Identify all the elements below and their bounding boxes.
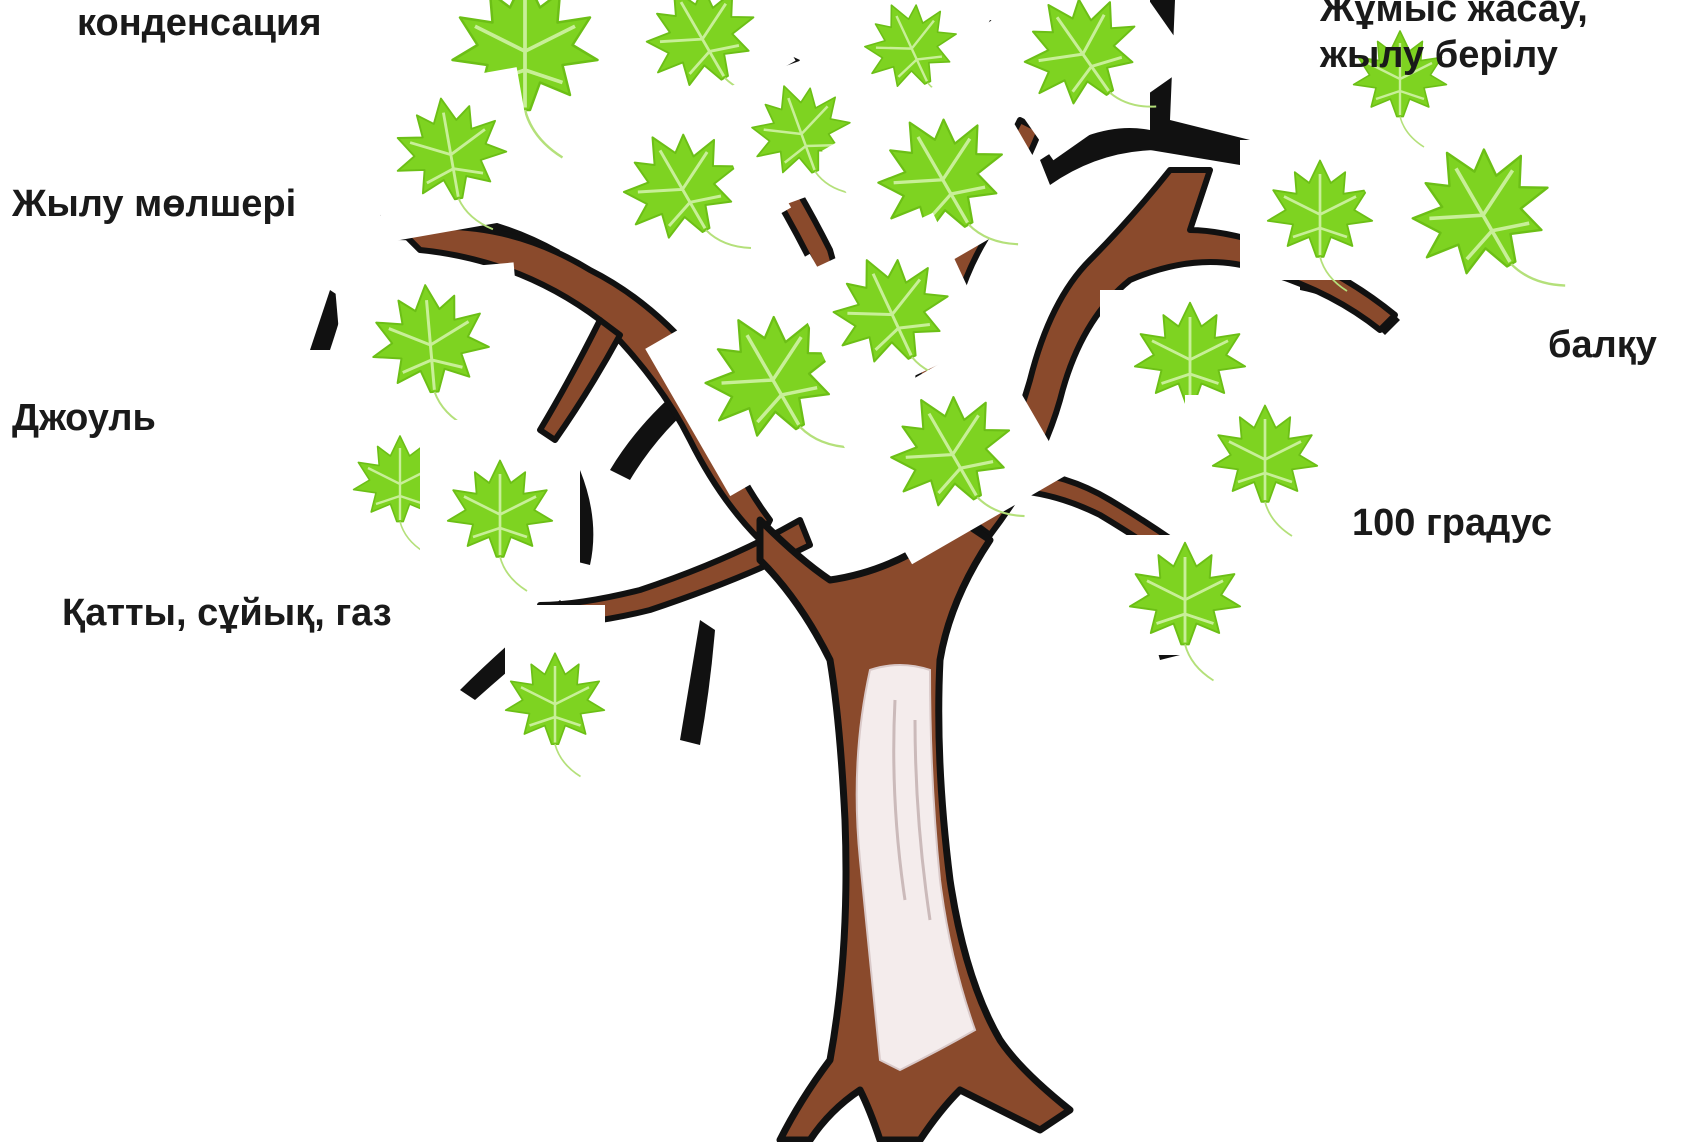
label-dzhoul: Джоуль (12, 395, 156, 441)
label-katty-suyik-gaz: Қатты, сұйық, газ (62, 590, 392, 636)
label-kondensatsiya: конденсация (77, 0, 322, 46)
label-balku: балқу (1548, 322, 1657, 368)
label-zhylu-molsheri: Жылу мөлшері (12, 181, 296, 227)
tree-trunk (760, 520, 1070, 1140)
label-zhumys-zhasau: Жұмыс жасау, жылу берілу (1320, 0, 1588, 78)
leaves (325, 0, 1612, 776)
label-100-gradus: 100 градус (1352, 500, 1552, 546)
label-zhumys-zhasau-line1: Жұмыс жасау, (1320, 0, 1588, 32)
label-zhumys-zhasau-line2: жылу берілу (1320, 32, 1588, 78)
